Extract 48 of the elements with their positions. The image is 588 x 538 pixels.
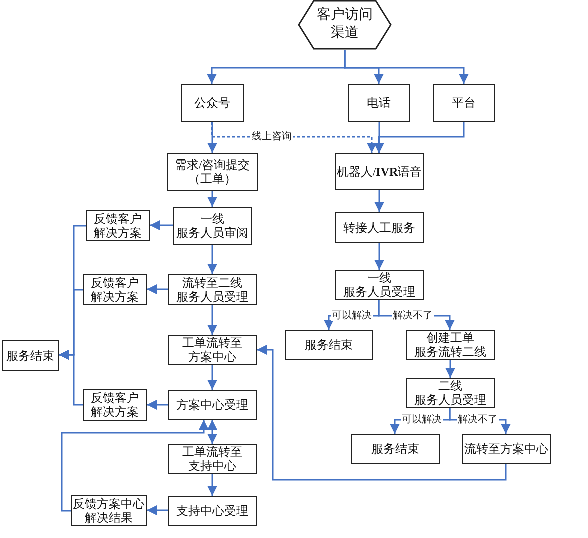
- process-box: 创建工单服务流转二线: [406, 330, 495, 360]
- arrow: [374, 190, 384, 212]
- process-box: 支持中心受理: [168, 496, 257, 526]
- edge-label: 解决不了: [392, 310, 434, 322]
- process-box: 需求/咨询提交（工单）: [167, 153, 258, 191]
- arrow: [61, 420, 209, 512]
- process-box: 平台: [433, 84, 495, 122]
- process-box: 二线服务人员受理: [406, 378, 495, 408]
- process-box: 工单流转至方案中心: [168, 335, 257, 365]
- process-box: 反馈方案中心解决结果: [71, 495, 147, 526]
- arrow: [208, 474, 218, 496]
- process-box: 电话: [348, 84, 410, 122]
- process-box: 转接人工服务: [335, 212, 424, 243]
- arrow: [147, 506, 168, 516]
- arrow: [208, 122, 218, 153]
- edge-label: 线上咨询: [251, 132, 293, 142]
- arrow: [208, 245, 218, 274]
- process-box: 反馈客户解决方案: [83, 389, 147, 421]
- arrow: [208, 305, 218, 335]
- arrow: [374, 243, 384, 270]
- arrow: [344, 50, 469, 84]
- process-box: 流转至二线服务人员受理: [168, 274, 257, 305]
- arrow: [446, 360, 456, 378]
- edge-label: 可以解决: [331, 310, 373, 322]
- process-box: 工单流转至支持中心: [168, 444, 257, 474]
- arrow: [147, 284, 168, 294]
- process-box: 反馈客户解决方案: [86, 210, 150, 241]
- edge-label: 解决不了: [457, 414, 499, 426]
- arrow: [150, 220, 173, 230]
- process-box: 流转至方案中心: [462, 434, 551, 464]
- process-box: 一线服务人员受理: [335, 270, 424, 300]
- arrow: [374, 122, 465, 153]
- arrow: [257, 345, 507, 481]
- process-box: 服务结束: [285, 330, 373, 360]
- hexagon-node: 客户访问渠道: [298, 0, 392, 50]
- process-box: 反馈客户解决方案: [83, 274, 147, 305]
- edge-label: 可以解决: [401, 414, 443, 426]
- process-box: 服务结束: [351, 434, 440, 464]
- arrow: [208, 191, 218, 207]
- process-box: 服务结束: [2, 340, 59, 371]
- process-box: 方案中心受理: [168, 390, 257, 420]
- process-box: 机器人/IVR语音: [335, 153, 424, 190]
- arrow: [59, 350, 83, 406]
- arrow: [208, 420, 218, 444]
- arrow: [147, 400, 168, 410]
- arrow: [208, 365, 218, 390]
- process-box: 一线服务人员审阅: [173, 207, 252, 245]
- process-box: 公众号: [181, 84, 244, 122]
